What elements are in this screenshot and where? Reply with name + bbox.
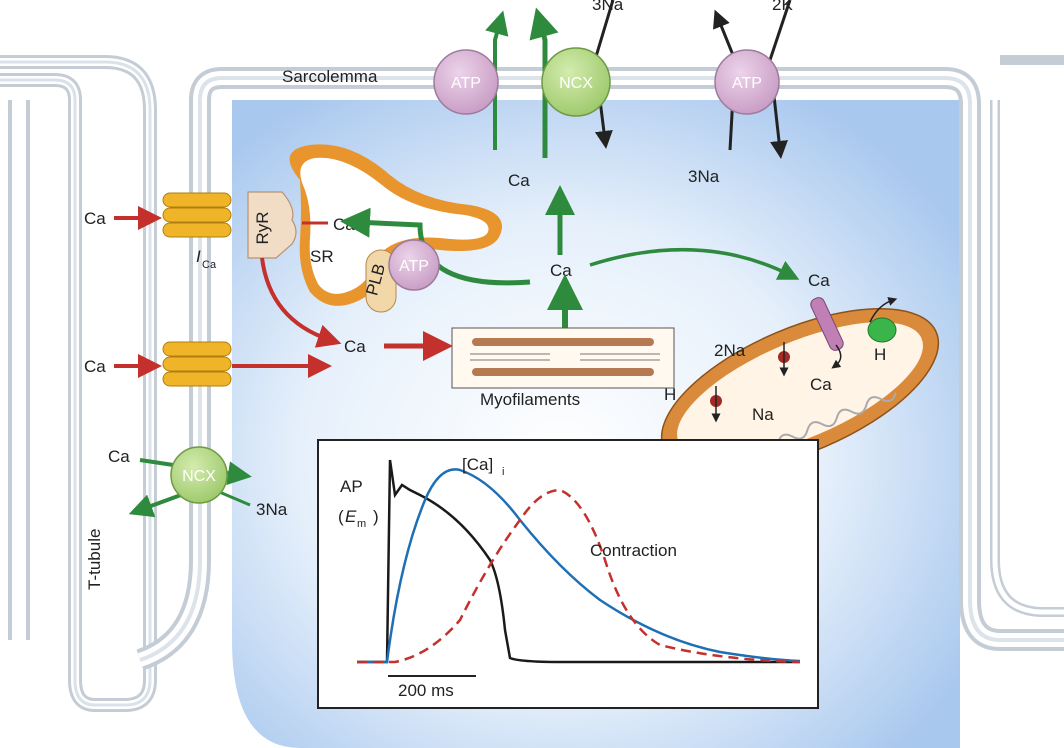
ica-sub-label: Ca <box>202 259 217 271</box>
green-arrow-up-1 <box>485 10 509 150</box>
top-3na-label: 3Na <box>592 0 624 14</box>
ca-ryr-label: Ca <box>333 215 355 234</box>
contraction-label: Contraction <box>590 541 677 560</box>
mito-na-label: Na <box>752 405 774 424</box>
mito-ca-inner-label: Ca <box>810 375 832 394</box>
green-arrow-to-mito <box>589 248 800 280</box>
em-main: E <box>345 507 357 526</box>
mitochondrion <box>660 297 940 472</box>
mito-ca-top-label: Ca <box>808 271 830 290</box>
top-transporters: ATP NCX ATP 3Na 2K 3Na Ca <box>433 0 793 190</box>
atp-pump-top-left <box>433 49 499 115</box>
ncx-pump-top-label: NCX <box>559 75 593 92</box>
contraction-trace <box>357 488 801 664</box>
ap-label: AP <box>340 477 363 496</box>
myofilaments-label: Myofilaments <box>480 390 580 409</box>
pump-3na-label: 3Na <box>688 167 720 186</box>
atp-pump-top-right <box>714 49 780 115</box>
ca-channel-2-label: Ca <box>84 357 106 376</box>
atp-sr-label: ATP <box>399 258 429 275</box>
ca-myo-label: Ca <box>344 337 366 356</box>
green-arrow-to-sr <box>340 207 531 286</box>
ica-label: I <box>196 247 201 266</box>
atp-pump-top-left-label: ATP <box>451 75 481 92</box>
timecourse-inset <box>317 439 819 709</box>
l-type-channel-1 <box>162 192 232 238</box>
red-arrow-ryr-release <box>260 257 342 348</box>
ncx-ttubule: NCX <box>128 446 252 518</box>
l-type-channel-2 <box>162 341 232 387</box>
em-close: ) <box>373 507 379 526</box>
em-sub: m <box>357 518 366 530</box>
em-open: ( <box>338 507 344 526</box>
ca-under-ncx-label: Ca <box>508 171 530 190</box>
serca-pump: PLB ATP <box>362 239 440 313</box>
green-arrow-up-2 <box>529 7 559 158</box>
ncx-ttubule-label: NCX <box>182 468 216 485</box>
top-2k-label: 2K <box>772 0 793 14</box>
ryr-label: RyR <box>253 211 272 244</box>
sarcolemma-label: Sarcolemma <box>282 67 378 86</box>
cai-label: [Ca] <box>462 455 493 474</box>
ncx-pump-top <box>541 47 611 117</box>
scale-label: 200 ms <box>398 681 454 700</box>
sarcolemma-membrane <box>0 55 1064 712</box>
ncx-ca-label: Ca <box>108 447 130 466</box>
mito-h-left-label: H <box>664 385 676 404</box>
myofilaments <box>451 327 675 389</box>
ap-trace <box>357 459 800 664</box>
t-tubule-label: T-tubule <box>85 529 104 590</box>
ca-channel-1-label: Ca <box>84 209 106 228</box>
atp-pump-top-right-label: ATP <box>732 75 762 92</box>
mito-h-right-label: H <box>874 345 886 364</box>
ncx-3na-label: 3Na <box>256 500 288 519</box>
mito-2na-label: 2Na <box>714 341 746 360</box>
ca-center-label: Ca <box>550 261 572 280</box>
ryanodine-receptor: RyR <box>247 191 297 259</box>
cai-sub: i <box>502 466 504 478</box>
sr-label: SR <box>310 247 334 266</box>
